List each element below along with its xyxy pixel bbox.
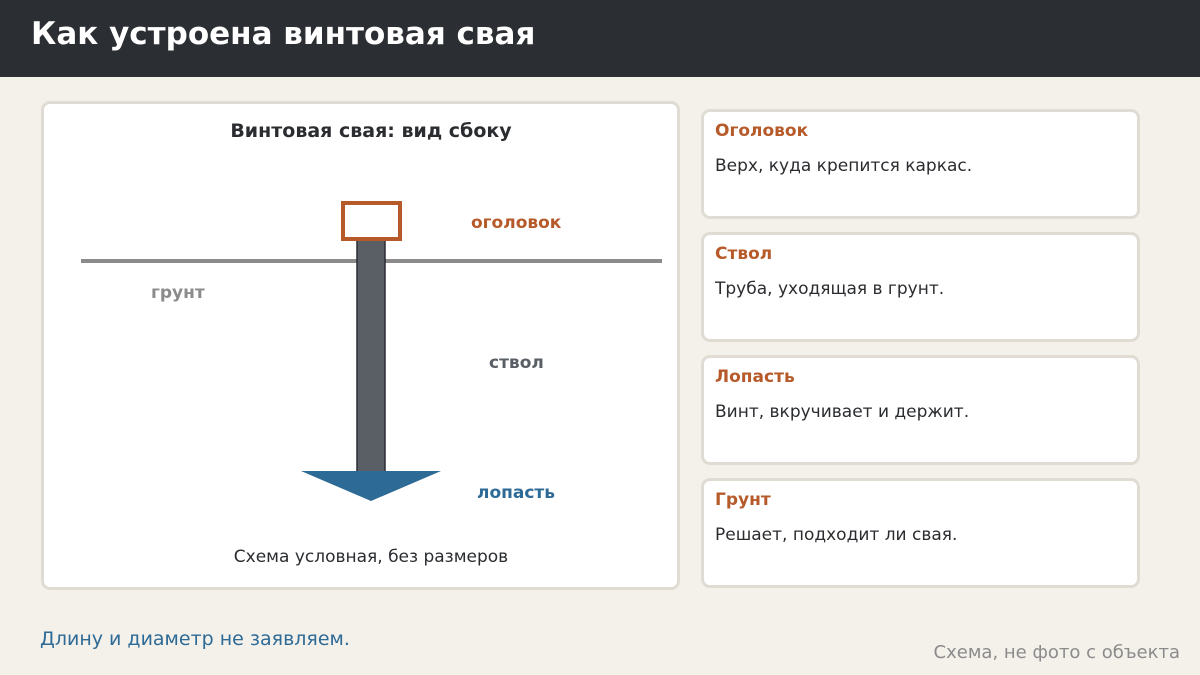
- label-head: оголовок: [471, 213, 562, 233]
- card-blade: Лопасть Винт, вкручивает и держит.: [701, 355, 1140, 465]
- diagram-caption: Схема условная, без размеров: [234, 547, 508, 567]
- card-title: Грунт: [715, 490, 771, 510]
- source-note: Схема, не фото с объекта: [933, 642, 1180, 663]
- label-ground: грунт: [151, 283, 205, 303]
- card-title: Лопасть: [715, 367, 795, 387]
- pile-blade: [301, 471, 441, 501]
- header-bar: Как устроена винтовая свая: [0, 0, 1200, 77]
- card-text: Верх, куда крепится каркас.: [715, 156, 973, 176]
- card-text: Труба, уходящая в грунт.: [715, 279, 945, 299]
- card-text: Винт, вкручивает и держит.: [715, 402, 970, 422]
- footer-note: Длину и диаметр не заявляем.: [40, 628, 350, 650]
- card-shaft: Ствол Труба, уходящая в грунт.: [701, 232, 1140, 342]
- page-title: Как устроена винтовая свая: [31, 16, 536, 52]
- diagram-panel: Винтовая свая: вид сбоку оголовок грунт …: [41, 101, 680, 590]
- card-title: Ствол: [715, 244, 773, 264]
- diagram-title: Винтовая свая: вид сбоку: [230, 120, 512, 142]
- label-blade: лопасть: [477, 483, 555, 503]
- pile-diagram: Винтовая свая: вид сбоку оголовок грунт …: [81, 120, 662, 567]
- card-head: Оголовок Верх, куда крепится каркас.: [701, 109, 1140, 219]
- pile-shaft: [356, 238, 386, 475]
- card-ground: Грунт Решает, подходит ли свая.: [701, 478, 1140, 588]
- card-title: Оголовок: [715, 121, 809, 141]
- card-text: Решает, подходит ли свая.: [715, 525, 958, 545]
- label-shaft: ствол: [489, 353, 544, 373]
- pile-head: [341, 201, 402, 241]
